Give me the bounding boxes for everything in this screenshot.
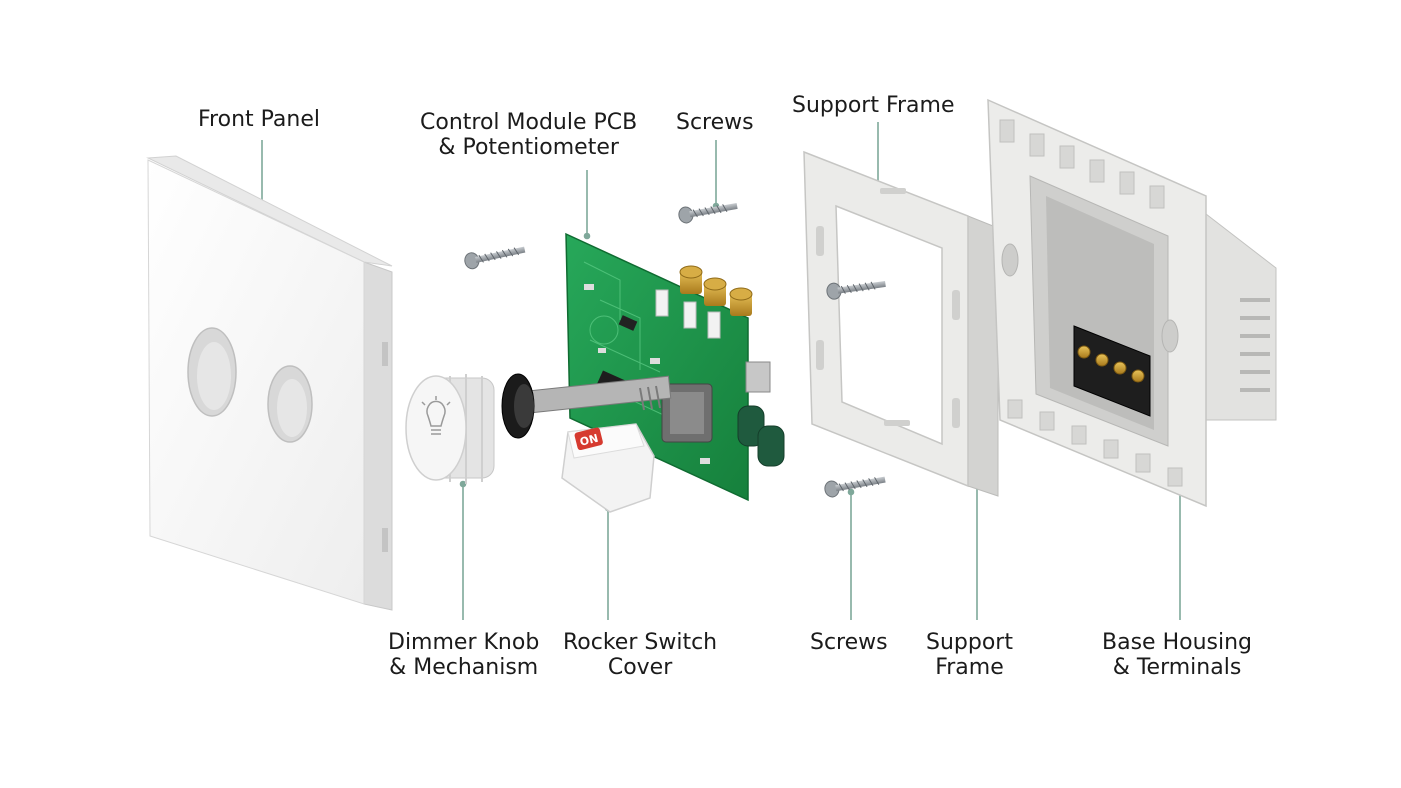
label-pcb-line2: & Potentiometer [438, 135, 619, 160]
label-pcb: Control Module PCB & Potentiometer [420, 110, 637, 160]
dimmer-knob-part [405, 374, 495, 484]
label-support-frame-bottom-line2: Frame [935, 655, 1004, 680]
label-dimmer: Dimmer Knob & Mechanism [388, 630, 539, 680]
label-support-frame-bottom-line1: Support [926, 630, 1013, 655]
support-frame-part [803, 150, 999, 497]
screw-part-3 [826, 280, 886, 300]
label-base-line2: & Terminals [1112, 655, 1242, 680]
label-front-panel: Front Panel [198, 107, 320, 132]
rocker-switch-part: ON [561, 423, 655, 513]
bulb-icon [421, 396, 451, 435]
label-base: Base Housing & Terminals [1102, 630, 1252, 680]
label-support-frame-top-text: Support Frame [792, 93, 955, 118]
front-panel-part [146, 155, 393, 611]
on-text: ON [579, 432, 600, 449]
label-dimmer-line1: Dimmer Knob [388, 630, 540, 655]
label-rocker: Rocker Switch Cover [563, 630, 717, 680]
label-front-panel-text: Front Panel [198, 107, 320, 132]
screw-part-1 [464, 246, 526, 270]
label-screws-bottom-text: Screws [810, 630, 888, 655]
label-pcb-line1: Control Module PCB [420, 110, 638, 135]
terminal-block [1073, 325, 1151, 417]
label-dimmer-line2: & Mechanism [389, 655, 539, 680]
label-support-frame-bottom: Support Frame [926, 630, 1013, 680]
label-screws-bottom: Screws [810, 630, 888, 655]
screw-part-2 [678, 202, 738, 224]
label-screws-top: Screws [676, 110, 754, 135]
label-base-line1: Base Housing [1102, 630, 1252, 655]
screw-part-4 [824, 476, 886, 498]
dimmer-shaft [501, 373, 672, 439]
on-indicator: ON [574, 427, 603, 451]
pcb-terminals [679, 265, 753, 316]
label-support-frame-top: Support Frame [792, 93, 955, 118]
base-housing-part [987, 98, 1277, 508]
label-rocker-line1: Rocker Switch [563, 630, 718, 655]
label-screws-top-text: Screws [676, 110, 754, 135]
label-rocker-line2: Cover [607, 655, 673, 680]
